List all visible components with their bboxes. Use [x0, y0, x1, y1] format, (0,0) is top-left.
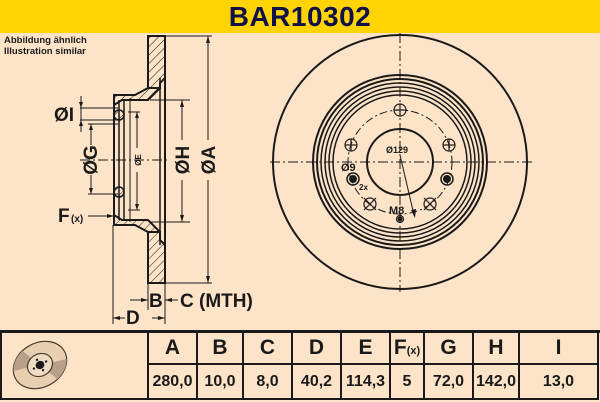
- col-header-e: E: [340, 331, 391, 365]
- part-number-title: BAR10302: [228, 1, 372, 32]
- front-view: [270, 33, 532, 292]
- hole-diameter-label: Ø9: [341, 162, 356, 174]
- value-i: 13,0: [518, 363, 599, 400]
- bolt-circle-label: Ø129: [386, 145, 408, 155]
- side-view: [79, 35, 212, 324]
- value-h: 142,0: [472, 363, 520, 400]
- col-header-h: H: [472, 331, 520, 365]
- dim-label-a: ØA: [199, 145, 220, 174]
- col-header-d: D: [291, 331, 342, 365]
- dim-label-d: D: [126, 308, 140, 329]
- spec-header-row: A B C D E F(x) G H I: [147, 331, 599, 365]
- technical-drawing: ØI ØG ØE ØH ØA F (x) B C (MTH) D: [54, 33, 532, 329]
- dim-label-c: C (MTH): [180, 291, 253, 312]
- dim-label-i: ØI: [54, 105, 74, 126]
- value-b: 10,0: [196, 363, 244, 400]
- col-header-i: I: [518, 331, 599, 365]
- col-header-c: C: [242, 331, 293, 365]
- value-d: 40,2: [291, 363, 342, 400]
- spec-table-section: A B C D E F(x) G H I 280,0 10,0 8,0 40,2…: [0, 330, 600, 400]
- illustration-note: Abbildung ähnlich Illustration similar: [4, 35, 87, 57]
- col-header-b: B: [196, 331, 244, 365]
- dim-label-b: B: [149, 291, 163, 312]
- value-f: 5: [389, 363, 425, 400]
- hole-count-label: 2x: [359, 183, 368, 192]
- col-header-a: A: [147, 331, 198, 365]
- col-header-f: F(x): [389, 331, 425, 365]
- side-view-labels: ØI ØG ØE ØH ØA F (x) B C (MTH) D: [54, 105, 253, 329]
- col-header-f-sub: (x): [406, 345, 421, 357]
- note-english: Illustration similar: [4, 46, 86, 57]
- dim-label-f-sub: (x): [71, 214, 83, 225]
- value-e: 114,3: [340, 363, 391, 400]
- brake-disc-thumbnail-icon: [12, 340, 68, 390]
- front-view-labels: Ø129 Ø9 2x M8: [341, 145, 408, 217]
- thread-label: M8: [389, 205, 404, 217]
- spec-value-row: 280,0 10,0 8,0 40,2 114,3 5 72,0 142,0 1…: [147, 363, 599, 400]
- spec-table: A B C D E F(x) G H I 280,0 10,0 8,0 40,2…: [147, 331, 599, 400]
- thumbnail-cell: [0, 330, 147, 400]
- col-header-f-main: F: [393, 336, 407, 359]
- col-header-g: G: [423, 331, 474, 365]
- dim-label-g: ØG: [81, 145, 102, 175]
- note-german: Abbildung ähnlich: [4, 35, 87, 46]
- header-bar: BAR10302: [0, 0, 600, 33]
- value-a: 280,0: [147, 363, 198, 400]
- value-c: 8,0: [242, 363, 293, 400]
- dim-label-e: ØE: [134, 154, 143, 166]
- value-g: 72,0: [423, 363, 474, 400]
- dim-label-h: ØH: [173, 146, 194, 175]
- dim-label-f: F: [58, 206, 70, 227]
